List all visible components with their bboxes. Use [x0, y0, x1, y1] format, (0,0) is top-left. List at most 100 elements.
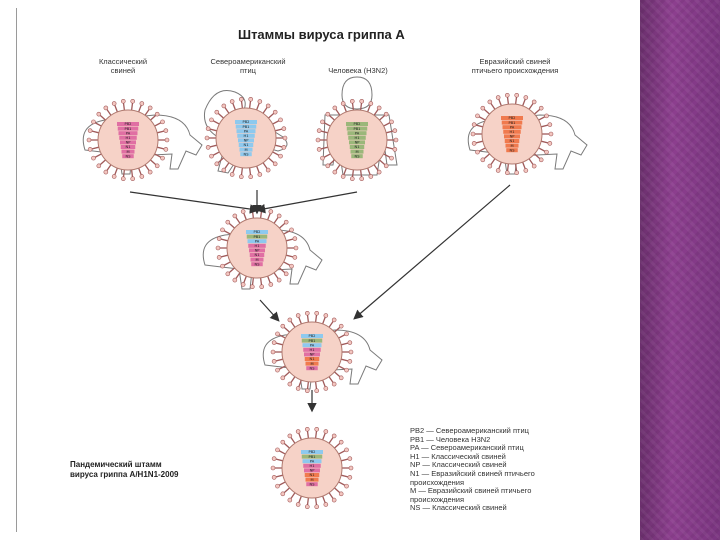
segment-label: PA	[126, 131, 131, 135]
caption-human: Человека (H3N2)	[328, 66, 388, 75]
arrow-reassortant-to-intermediate	[259, 299, 280, 322]
segment-label: H1	[355, 136, 360, 140]
segment-bar	[235, 120, 257, 124]
spike-tip	[229, 172, 235, 177]
segment-label: N1	[310, 357, 315, 361]
segment-label: NP	[310, 353, 316, 357]
spike-tip	[316, 128, 322, 133]
segment-label: PA	[244, 129, 249, 133]
spike-tip	[295, 502, 301, 507]
segment-bar	[348, 135, 366, 140]
spike-tip	[523, 95, 529, 100]
segment-bar	[504, 134, 520, 139]
spike-tip	[338, 323, 344, 329]
segment-bar	[302, 343, 322, 348]
spike-tip	[344, 331, 349, 337]
segment-bar	[117, 126, 139, 131]
spike-tip	[315, 137, 321, 143]
spike-tip	[96, 163, 102, 169]
spike-tip	[325, 163, 331, 169]
spike-tip	[103, 169, 109, 175]
segment-label: N1	[126, 145, 131, 149]
spike-tip	[248, 174, 254, 180]
spike-tip	[323, 386, 329, 391]
segment-label: NS	[310, 482, 316, 486]
segment-bar	[238, 138, 254, 143]
spike-tip	[271, 359, 277, 364]
segment-label: H1	[310, 348, 315, 352]
spike-tip	[295, 386, 301, 391]
segment-bar	[301, 454, 323, 459]
segment-label: PB1	[309, 339, 316, 343]
spike-tip	[487, 163, 493, 169]
spike-tip	[268, 282, 274, 287]
spike-tip	[103, 105, 109, 111]
legend-line: M — Евразийский свиней птичьего	[410, 486, 532, 496]
capsid	[481, 103, 543, 165]
segment-label: PA	[310, 459, 315, 463]
spike-tip	[547, 141, 553, 146]
segment-label: PB1	[509, 121, 516, 125]
segment-bar	[301, 450, 323, 454]
spike-tip	[257, 172, 263, 177]
segment-label: PB2	[254, 230, 261, 234]
segment-label: H1	[255, 244, 260, 248]
spike-tip	[287, 381, 293, 387]
segment-bar	[349, 140, 365, 145]
spike-tip	[220, 263, 225, 269]
spike-tip	[221, 167, 227, 173]
spike-tip	[214, 161, 220, 167]
segment-bar	[304, 468, 320, 473]
segment-label: PB2	[309, 450, 316, 454]
spike-tip	[287, 497, 293, 503]
segment-label: PA	[355, 131, 360, 135]
spike-tip	[292, 255, 298, 260]
spike-tip	[304, 388, 310, 394]
segment-bar	[246, 230, 268, 234]
spike-tip	[87, 128, 93, 133]
spike-tip	[232, 277, 238, 283]
segment-label: M	[355, 150, 358, 154]
spike-tip	[347, 475, 353, 480]
spike-tip	[314, 504, 320, 510]
segment-bar	[347, 131, 367, 136]
spike-tip	[323, 502, 329, 507]
spike-tip	[359, 176, 365, 182]
spike-tip	[229, 99, 235, 104]
spike-tip	[147, 105, 153, 111]
segment-bar	[304, 473, 320, 477]
segment-bar	[237, 133, 255, 138]
segment-bar	[303, 463, 321, 468]
spike-tip	[349, 176, 355, 182]
arrows	[129, 184, 511, 413]
spike-tip	[154, 111, 160, 117]
spike-tip	[347, 359, 353, 364]
spike-tip	[304, 504, 310, 510]
spike-tip	[289, 263, 294, 269]
segment-label: PB1	[309, 455, 316, 459]
spike-tip	[120, 176, 126, 182]
spike-tip	[130, 176, 136, 182]
segment-label: PB1	[354, 127, 361, 131]
spike-tip	[86, 137, 92, 143]
spike-tip	[538, 157, 544, 163]
spike-tip	[221, 103, 227, 109]
spike-tip	[139, 174, 145, 179]
segment-bar	[249, 253, 265, 257]
spike-tip	[531, 163, 537, 169]
segment-bar	[248, 243, 266, 248]
spike-tip	[276, 213, 282, 219]
spike-tip	[338, 375, 344, 381]
capsid	[215, 107, 277, 169]
spike-tip	[393, 137, 399, 143]
segment-bar	[120, 140, 136, 145]
spike-tip	[282, 135, 288, 141]
segment-bar	[240, 152, 252, 157]
spike-tip	[304, 310, 310, 316]
spike-tip	[91, 155, 96, 161]
